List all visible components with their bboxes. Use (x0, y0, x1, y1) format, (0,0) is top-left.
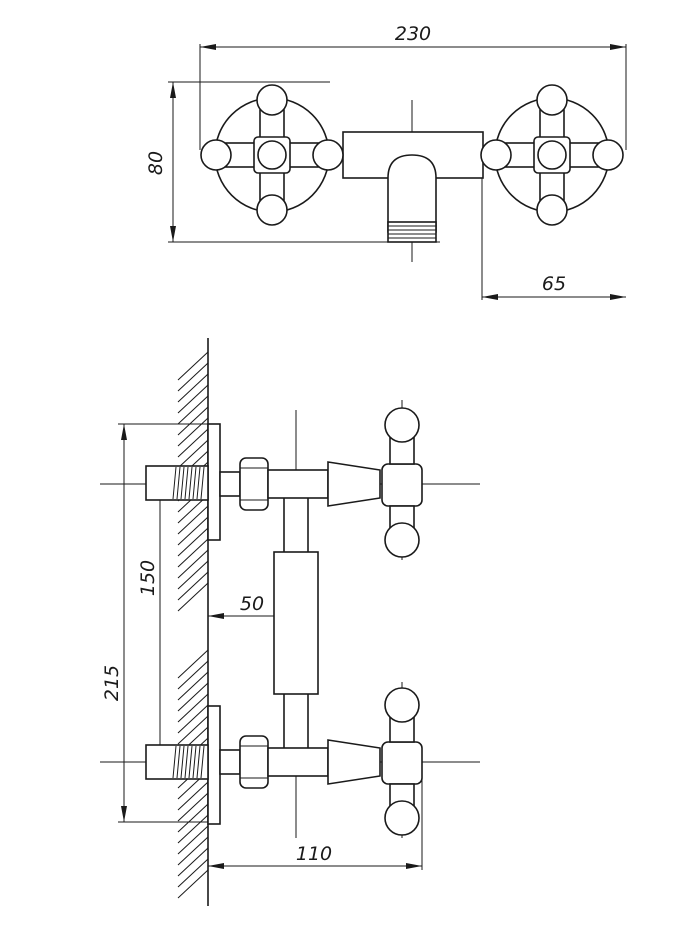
thread-line (200, 745, 205, 779)
wall-hatch-line (177, 693, 209, 723)
upper-handle-ball-top (384, 407, 420, 443)
wall-hatch-line (177, 549, 209, 579)
wall-hatch-line (177, 814, 209, 844)
side-view: 215 150 50 110 (100, 338, 480, 906)
thread-line (176, 466, 181, 500)
lower-valve-head (381, 741, 423, 785)
dim-215-label: 215 (101, 665, 123, 701)
lower-handle-ball-top (384, 687, 420, 723)
wall-hatch-line (177, 384, 209, 414)
dim-110-label: 110 (296, 843, 332, 865)
thread-line (188, 745, 193, 779)
upper-handle-ball-bottom (384, 522, 420, 558)
left-cross-handle (200, 84, 344, 226)
wall (177, 338, 209, 906)
wall-hatch-line (177, 671, 209, 701)
wall-hatch-line (177, 704, 209, 734)
thread-line (176, 745, 181, 779)
thread-line (172, 466, 177, 500)
right-cross-handle (480, 84, 624, 226)
thread-line (180, 466, 185, 500)
wall-hatch-line (177, 582, 209, 612)
wall-hatch-line (177, 362, 209, 392)
wall-hatch-line (177, 715, 209, 745)
dim-65-label: 65 (542, 273, 566, 295)
top-view: 230 80 65 (145, 23, 627, 300)
lower-nut (239, 735, 269, 789)
wall-hatch-line (177, 351, 209, 381)
dim-150-label: 150 (137, 560, 159, 596)
dim-215: 215 (101, 423, 214, 823)
wall-hatch-line (177, 825, 209, 855)
lower-escutcheon (207, 705, 221, 825)
wall-hatch-line (177, 836, 209, 866)
wall-hatch-line (177, 682, 209, 712)
thread-line (172, 745, 177, 779)
thread-line (196, 466, 201, 500)
spout-outlet (387, 154, 437, 243)
dim-65: 65 (481, 170, 626, 300)
thread-line (192, 466, 197, 500)
thread-line (184, 745, 189, 779)
wall-hatch-line (177, 428, 209, 458)
dim-230: 230 (199, 23, 627, 150)
upper-inlet-assembly (145, 407, 423, 558)
wall-hatch-line (177, 847, 209, 877)
upper-nut (239, 457, 269, 511)
dim-230-label: 230 (395, 23, 431, 45)
wall-hatch-line (177, 792, 209, 822)
upper-valve-neck (327, 461, 381, 507)
dim-150: 150 (137, 484, 163, 762)
dim-50-label: 50 (240, 593, 264, 615)
thread-line (192, 745, 197, 779)
lower-inlet-assembly (145, 687, 423, 836)
wall-hatch-line (177, 417, 209, 447)
wall-hatch-line (177, 649, 209, 679)
wall-hatch-line (177, 781, 209, 811)
dim-110: 110 (208, 780, 423, 870)
wall-hatch-line (177, 869, 209, 899)
wall-hatch-line (177, 516, 209, 546)
lower-handle-ball-bottom (384, 800, 420, 836)
thread-line (188, 466, 193, 500)
thread-line (180, 745, 185, 779)
wall-hatch-line (177, 858, 209, 888)
wall-hatch-line (177, 395, 209, 425)
dim-80-label: 80 (145, 151, 167, 175)
thread-line (196, 745, 201, 779)
upper-escutcheon (207, 423, 221, 541)
wall-hatch-line (177, 660, 209, 690)
wall-hatch-line (177, 538, 209, 568)
wall-hatch-line (177, 505, 209, 535)
wall-hatch-line (177, 406, 209, 436)
wall-hatch-line (177, 373, 209, 403)
thread-line (184, 466, 189, 500)
wall-hatch-line (177, 439, 209, 469)
wall-hatch-line (177, 527, 209, 557)
wall-hatch-line (177, 803, 209, 833)
thread-line (200, 466, 205, 500)
upper-valve-head (381, 463, 423, 507)
wall-hatch-line (177, 571, 209, 601)
diverter-body (273, 551, 319, 695)
lower-valve-neck (327, 739, 381, 785)
wall-hatch-line (177, 560, 209, 590)
